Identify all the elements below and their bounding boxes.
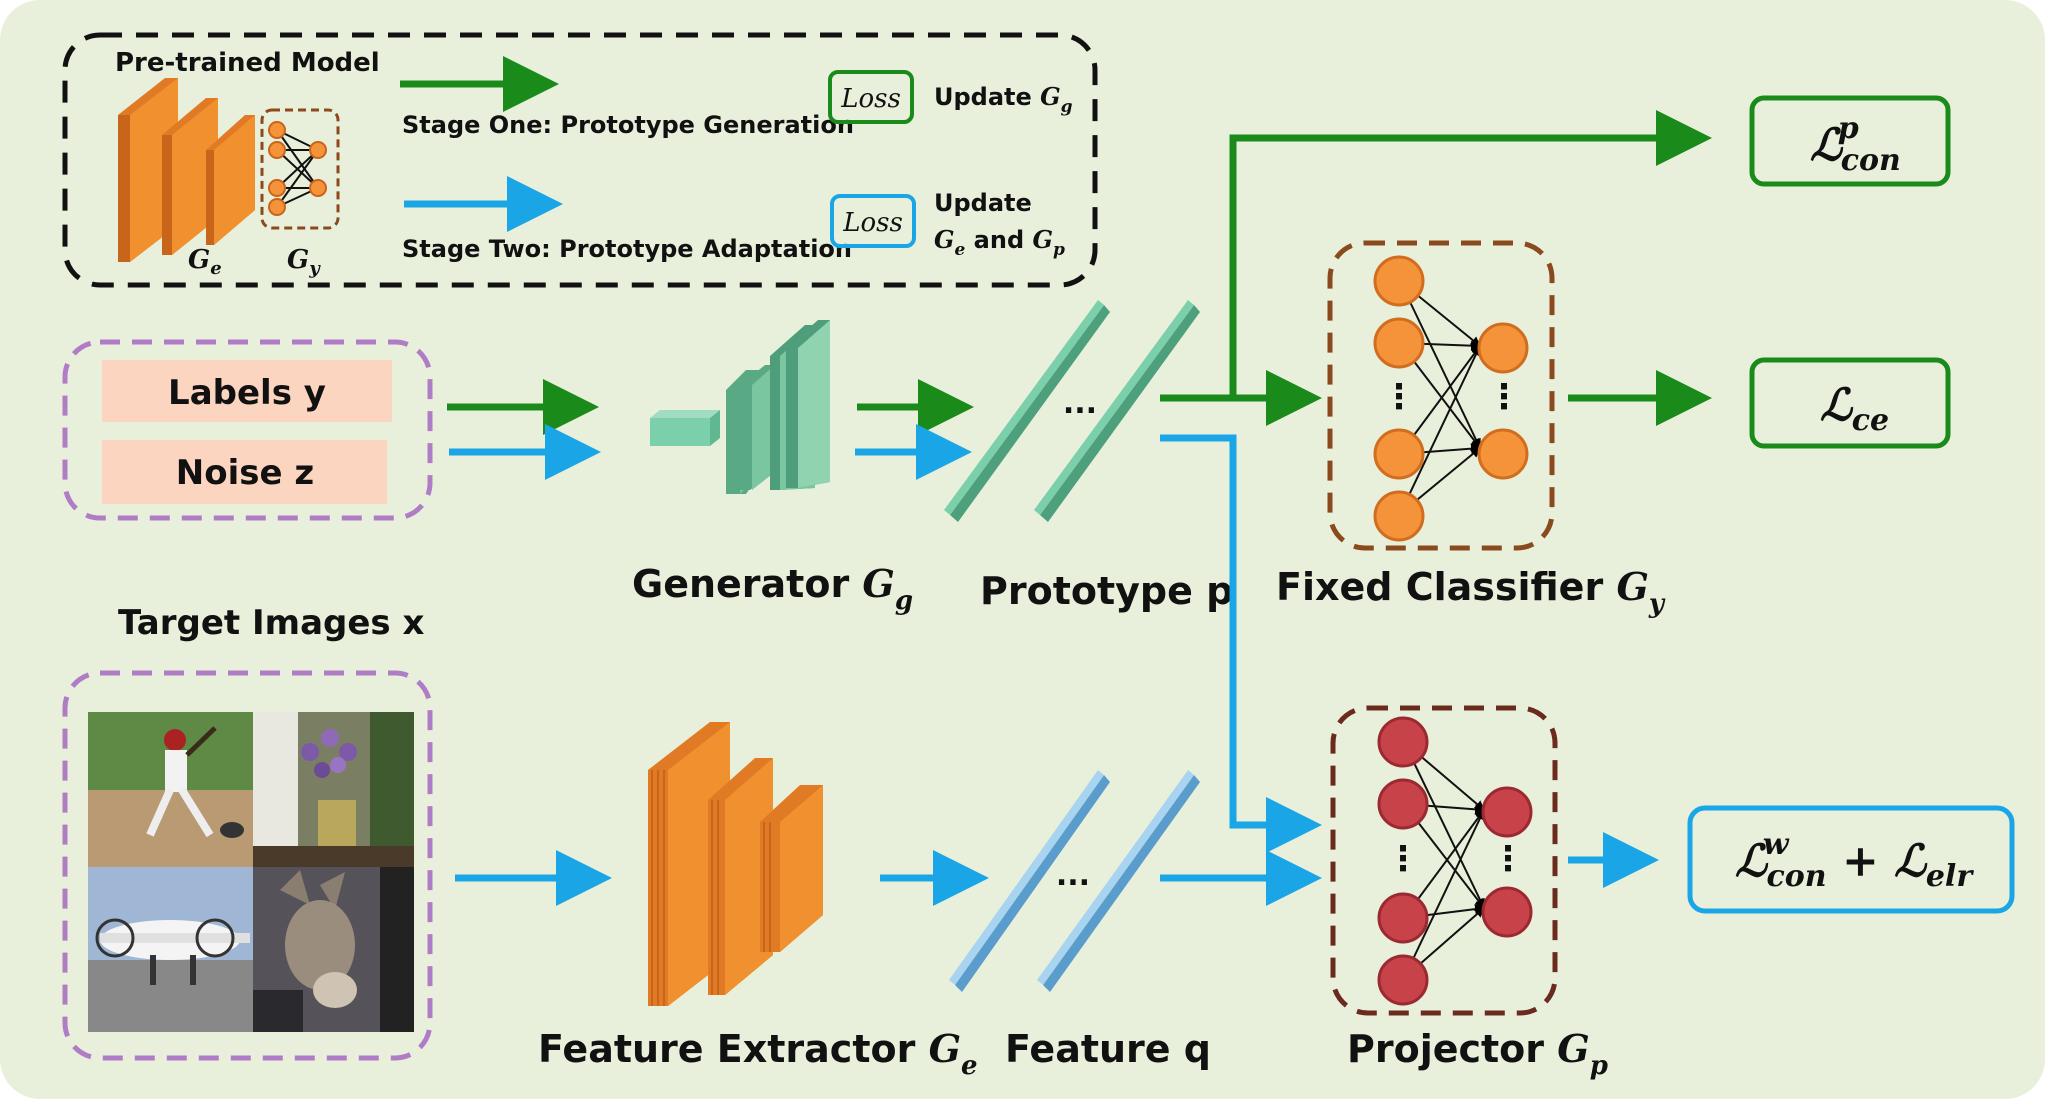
target-images-group — [62, 670, 433, 1061]
legend-ge-label: Ge — [188, 245, 222, 279]
update-two-line1: Update — [934, 189, 1032, 217]
feature-icon: ... — [949, 770, 1200, 992]
prototype-label: Prototype p — [980, 569, 1233, 613]
labels-text: Labels y — [168, 373, 326, 413]
projector-node — [1377, 954, 1429, 1006]
generator-icon — [650, 320, 830, 494]
classifier-node — [1373, 428, 1425, 480]
prototype-icon: ... — [944, 300, 1200, 522]
loss-blue-label: Loss — [842, 208, 903, 238]
legend-box: Pre-trained Model Ge — [62, 32, 1098, 288]
update-two-line2: Ge and Gp — [934, 225, 1065, 260]
input-labels-noise-group: Labels y Noise z — [62, 339, 433, 521]
noise-box — [102, 440, 387, 504]
projector-node — [1377, 778, 1429, 830]
flowers-photo — [253, 712, 414, 867]
classifier-label: Fixed Classifier Gy — [1276, 564, 1666, 619]
projector-node — [1377, 716, 1429, 768]
stage-two-label: Stage Two: Prototype Adaptation — [402, 235, 852, 263]
loss-box-green — [828, 70, 914, 124]
projector-node — [1377, 892, 1429, 944]
loss-ce-label: ℒce — [1820, 380, 1889, 438]
projector-vdots-left: ⋮ — [1386, 839, 1420, 879]
arrow-prototype-projector — [1160, 434, 1322, 853]
legend-title: Pre-trained Model — [115, 48, 380, 78]
donkey-photo — [253, 867, 414, 1032]
feature-extractor-icon — [648, 722, 823, 1006]
arrow-prototype-loss-con-p — [1229, 110, 1712, 398]
pretrained-encoder-icon — [118, 78, 255, 262]
pretrained-classifier-icon — [260, 108, 340, 230]
labels-box — [102, 360, 392, 422]
baseball-photo — [88, 712, 253, 867]
update-one-label: Update Gg — [934, 82, 1073, 117]
projector-node — [1481, 786, 1533, 838]
fixed-classifier-network: ⋮ ⋮ — [1327, 240, 1555, 551]
loss-box-blue — [830, 194, 916, 248]
loss-ce-box: ℒce — [1749, 357, 1951, 449]
noise-text: Noise z — [176, 453, 314, 493]
classifier-vdots-right: ⋮ — [1487, 377, 1521, 417]
feature-label: Feature q — [1005, 1027, 1211, 1071]
classifier-node — [1477, 428, 1529, 480]
airplane-photo — [88, 867, 253, 1032]
projector-node — [1481, 886, 1533, 938]
projector-network: ⋮ ⋮ — [1330, 705, 1558, 1016]
target-images-title: Target Images x — [118, 603, 425, 643]
extractor-label: Feature Extractor Ge — [538, 1026, 978, 1081]
stage-one-label: Stage One: Prototype Generation — [402, 111, 854, 139]
prototype-dots: ... — [1063, 386, 1097, 421]
generator-label: Generator Gg — [632, 561, 913, 616]
feature-dots: ... — [1056, 858, 1090, 893]
classifier-node — [1477, 322, 1529, 374]
classifier-vdots-left: ⋮ — [1382, 377, 1416, 417]
projector-vdots-right: ⋮ — [1491, 839, 1525, 879]
projector-label: Projector Gp — [1347, 1026, 1608, 1081]
classifier-node — [1373, 317, 1425, 369]
loss-green-label: Loss — [840, 84, 901, 114]
classifier-node — [1373, 255, 1425, 307]
legend-gy-label: Gy — [287, 245, 321, 279]
classifier-node — [1373, 490, 1425, 542]
